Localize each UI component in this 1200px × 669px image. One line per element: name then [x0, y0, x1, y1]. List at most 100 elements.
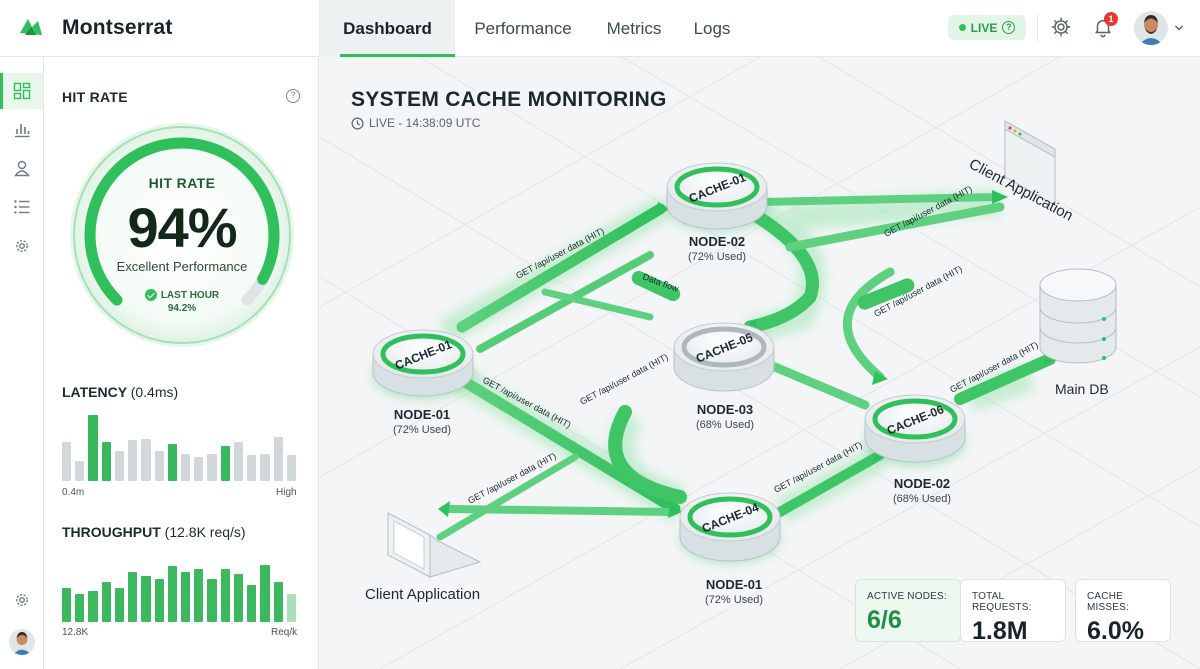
dashboard-icon [13, 82, 30, 100]
help-icon: ? [1002, 21, 1016, 34]
tab-dashboard[interactable]: Dashboard [320, 0, 455, 57]
bar [114, 587, 125, 622]
gear-icon[interactable] [1050, 16, 1072, 38]
cache-node-center[interactable] [673, 322, 775, 392]
node-label-bottom[interactable]: NODE-01 (72% Used) [674, 577, 794, 606]
throughput-min-label: 12.8K [62, 627, 89, 638]
chevron-down-icon[interactable] [1174, 23, 1184, 33]
bar [207, 578, 217, 622]
hit-rate-caption: Excellent Performance [116, 259, 248, 274]
node-name: NODE-03 [696, 402, 754, 417]
rail-avatar[interactable] [9, 629, 35, 655]
last-hour-value: 94.2% [167, 303, 197, 314]
avatar[interactable] [1134, 11, 1168, 45]
node-usage: (68% Used) [892, 493, 952, 505]
stat-total-requests: TOTAL REQUESTS: 1.8M [960, 579, 1066, 645]
latency-title: LATENCY (0.4ms) [62, 384, 178, 400]
bar [154, 578, 164, 622]
cache-node-right[interactable] [864, 394, 966, 466]
rail-item-charts[interactable] [0, 111, 43, 147]
rail-item-logs[interactable] [0, 189, 43, 225]
bar [88, 591, 98, 622]
bar [233, 573, 244, 622]
throughput-title: THROUGHPUT (12.8K req/s) [62, 524, 246, 540]
bar [141, 575, 151, 622]
cache-node-top[interactable] [666, 162, 768, 231]
hit-rate-panel-title: HIT RATE [62, 89, 128, 105]
rail-item-users[interactable] [0, 150, 43, 186]
stat-value: 1.8M [972, 617, 1028, 645]
latency-min-label: 0.4m [62, 487, 85, 498]
bar [220, 569, 230, 622]
rail-item-settings[interactable] [0, 228, 43, 264]
help-icon[interactable]: ? [286, 89, 300, 103]
bar [247, 584, 257, 622]
node-usage: (68% Used) [695, 419, 755, 431]
bar [141, 438, 151, 481]
throughput-max-label: Req/k [271, 627, 298, 638]
notification-count-badge: 1 [1104, 12, 1118, 26]
gauge-progress-arc [84, 137, 280, 306]
bar [154, 451, 164, 481]
bar [220, 445, 230, 481]
node-usage: (72% Used) [687, 251, 747, 263]
live-dot-icon [958, 24, 966, 31]
node-label-right[interactable]: NODE-02 (68% Used) [862, 476, 982, 505]
node-label-center[interactable]: NODE-03 (68% Used) [665, 402, 785, 431]
throughput-detail: (12.8K req/s) [164, 524, 246, 540]
bar [75, 594, 85, 622]
latency-label: LATENCY [62, 384, 127, 400]
logo-icon [20, 19, 42, 35]
bar [286, 455, 296, 481]
bar-chart-icon [14, 124, 29, 138]
hit-rate-value: 94% [127, 196, 237, 259]
cache-node-bottom[interactable] [679, 492, 781, 563]
node-name: NODE-02 [893, 476, 951, 491]
node-usage: (72% Used) [704, 594, 764, 606]
bar [75, 461, 85, 481]
clock-icon [351, 117, 364, 129]
bar [207, 453, 217, 481]
user-icon [13, 160, 30, 177]
bar [260, 453, 270, 481]
app-name: Montserrat [62, 16, 173, 39]
data-pipes [436, 193, 1056, 541]
cache-topology-diagram: CACHE-01 CACHE-01 CACHE-05 CACHE-06 CACH… [320, 57, 1200, 669]
list-icon [13, 200, 29, 214]
icon-rail [0, 57, 44, 669]
client-application-bottom[interactable] [387, 512, 482, 578]
tab-performance[interactable]: Performance [474, 18, 572, 38]
bar [194, 569, 204, 622]
node-label-left[interactable]: NODE-01 (72% Used) [362, 407, 482, 436]
bar [273, 581, 283, 622]
bar [62, 441, 72, 481]
check-icon [144, 289, 157, 301]
tab-logs[interactable]: Logs [693, 18, 731, 38]
avatar-icon [1134, 11, 1168, 45]
client-application-top[interactable] [1004, 120, 1056, 206]
avatar-icon [9, 629, 35, 655]
bar [128, 440, 138, 481]
main-db-icon[interactable] [1039, 268, 1117, 364]
rail-item-dashboard[interactable] [0, 73, 43, 109]
brand[interactable]: Montserrat [16, 12, 173, 44]
bar [88, 415, 98, 481]
bar [260, 564, 270, 622]
node-label-top[interactable]: NODE-02 (72% Used) [657, 234, 777, 263]
cache-disks [372, 162, 966, 563]
node-name: NODE-02 [688, 234, 746, 249]
gear-icon [15, 594, 28, 606]
node-name: NODE-01 [393, 407, 451, 422]
stat-label: TOTAL REQUESTS: [972, 591, 1032, 613]
node-name: NODE-01 [705, 577, 763, 592]
last-hour-label: LAST HOUR [160, 289, 220, 301]
tab-metrics[interactable]: Metrics [606, 18, 662, 38]
cache-node-left[interactable] [372, 329, 474, 399]
rail-item-preferences[interactable] [0, 582, 43, 618]
bar [167, 443, 177, 481]
live-status-badge[interactable]: LIVE ? [948, 15, 1026, 40]
main-tabs: Dashboard Performance Metrics Logs [320, 0, 747, 57]
latency-detail: (0.4ms) [130, 384, 179, 400]
bar [286, 594, 296, 622]
bar [101, 441, 111, 481]
